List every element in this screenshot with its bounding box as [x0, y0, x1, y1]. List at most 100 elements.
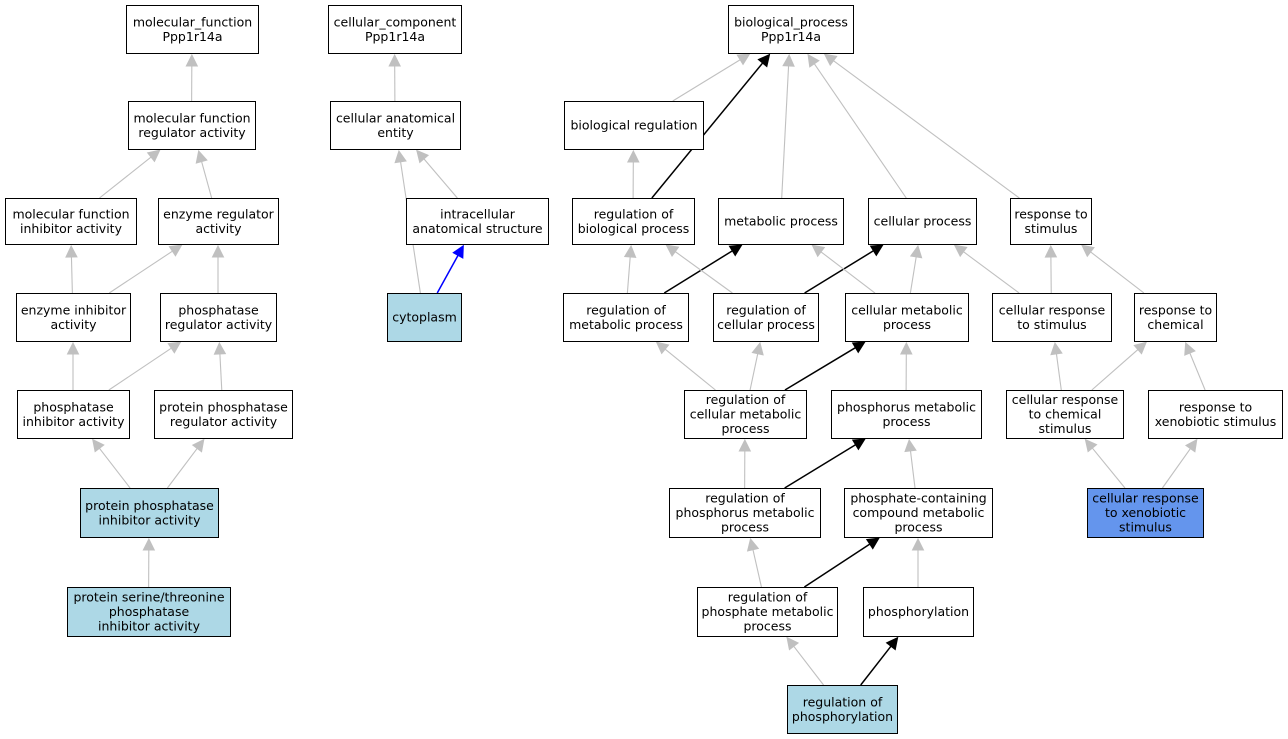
node-label-line: metabolic process [569, 317, 683, 332]
edge-is-a-phos_reg-to-enz_reg [211, 244, 225, 293]
edge-is-a-cell_resp_stim-to-resp_stim [1044, 244, 1058, 294]
edge-line [781, 65, 790, 199]
edge-arrowhead [211, 244, 225, 258]
go-term-node-ser-thr[interactable]: protein serine/threoninephosphataseinhib… [67, 587, 231, 637]
edge-is-a-reg_cell-to-reg_bio [665, 244, 733, 294]
edge-is-a-phosphorylation-to-phosphate_comp [911, 537, 925, 587]
node-box [126, 5, 259, 54]
node-box [1148, 390, 1283, 439]
edge-line [784, 444, 856, 489]
node-label-line: to xenobiotic [1105, 505, 1186, 520]
edge-regulates-reg_phosphate_met-to-phosphate_comp [803, 537, 880, 588]
edge-is-a-cell_proc-to-bp_root [807, 53, 907, 199]
go-term-node-bio-reg[interactable]: biological regulation [564, 101, 704, 150]
edge-is-a-reg_bio-to-bio_reg [626, 149, 640, 199]
node-box [80, 488, 219, 538]
edge-arrowhead [167, 341, 182, 354]
go-term-node-cytoplasm[interactable]: cytoplasm [387, 293, 462, 342]
node-box [863, 587, 974, 637]
edge-line [99, 156, 152, 199]
node-box [563, 293, 689, 342]
node-label-line: enzyme inhibitor [21, 302, 127, 317]
edge-arrowhead [146, 149, 161, 163]
node-box [718, 198, 844, 245]
node-label-line: regulation of [706, 392, 786, 407]
go-term-node-met-proc[interactable]: metabolic process [718, 198, 844, 245]
node-label-line: phosphatase [33, 399, 114, 414]
edge-line [963, 251, 1020, 294]
edge-is-a-mf_inhib-to-mf_reg [99, 149, 161, 199]
edge-line [201, 161, 213, 199]
edge-line [793, 645, 824, 686]
edge-is-a-ser_thr-to-prot_phos_inhib [142, 537, 156, 588]
node-box [845, 293, 969, 342]
edge-arrowhead [807, 53, 820, 68]
edge-regulates-reg_phosphorylation-to-phosphorylation [860, 636, 899, 686]
edge-arrowhead [909, 244, 923, 259]
edge-arrowhead [823, 53, 838, 67]
edge-arrowhead [1044, 244, 1058, 258]
node-label-line: regulation of [726, 302, 806, 317]
node-label-line: phosphorylation [868, 604, 969, 619]
node-box [406, 198, 549, 245]
edge-arrowhead [655, 341, 670, 355]
edge-is-a-cell_resp_xeno-to-cell_resp_chem [1084, 438, 1126, 489]
edge-line [860, 645, 892, 686]
node-label-line: Ppp1r14a [761, 29, 821, 44]
edge-line [436, 255, 459, 294]
edge-layer [65, 53, 1206, 686]
node-label-line: response to [1139, 302, 1212, 317]
edge-line [1055, 353, 1062, 391]
node-label-line: process [882, 414, 930, 429]
node-box [387, 293, 462, 342]
edge-line [784, 347, 856, 391]
node-label-line: activity [195, 221, 242, 236]
node-label-line: phosphatase [109, 604, 190, 619]
edge-arrowhead [416, 149, 430, 164]
edge-arrowhead [953, 244, 968, 258]
node-label-line: to stimulus [1017, 317, 1086, 332]
edge-arrowhead [65, 244, 78, 258]
node-label-line: cellular process [717, 317, 815, 332]
node-label-line: inhibitor activity [20, 221, 123, 236]
edge-arrowhead [757, 53, 771, 68]
go-term-node-phosphorylation[interactable]: phosphorylation [863, 587, 974, 637]
node-label-line: inhibitor activity [23, 414, 126, 429]
edge-line [108, 250, 173, 294]
node-label-line: biological_process [734, 14, 848, 29]
node-label-line: cellular anatomical [336, 110, 455, 125]
go-term-node-cell-proc[interactable]: cellular process [868, 198, 977, 245]
edge-arrowhead [168, 244, 183, 257]
edge-line [626, 256, 631, 294]
